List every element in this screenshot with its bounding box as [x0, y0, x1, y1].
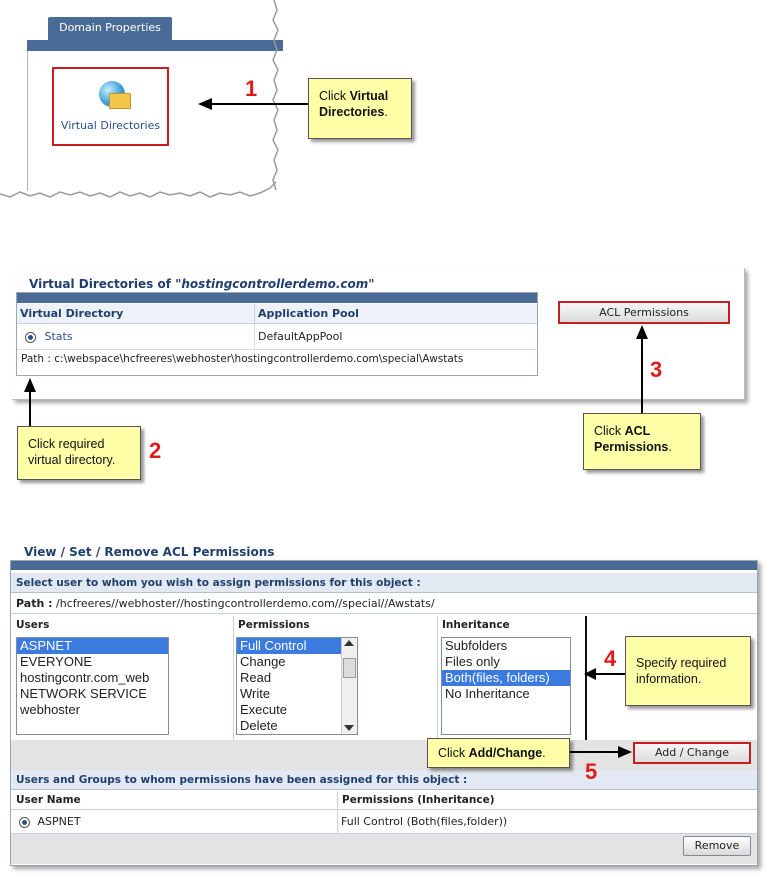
arrow-2 [24, 378, 36, 426]
list-item[interactable]: No Inheritance [445, 686, 530, 701]
vd-stats-link[interactable]: Stats [44, 330, 73, 343]
list-item[interactable]: NETWORK SERVICE [20, 686, 147, 701]
virtual-directories-item[interactable]: Virtual Directories [52, 67, 169, 146]
callout-5-suffix: . [542, 746, 546, 760]
callout-5-text: Click [438, 746, 469, 760]
col-inheritance: Inheritance [442, 619, 510, 631]
select-user-heading: Select user to whom you wish to assign p… [11, 573, 757, 593]
inheritance-listbox[interactable]: Subfolders Files only Both(files, folder… [441, 637, 571, 735]
permissions-listbox[interactable]: Full Control Change Read Write Execute D… [236, 637, 358, 735]
list-item[interactable]: Both(files, folders) [442, 670, 570, 686]
path-row: Path : /hcfreeres//webhoster//hostingcon… [11, 594, 757, 614]
callout-3-suffix: . [668, 440, 672, 454]
add-change-button[interactable]: Add / Change [633, 742, 751, 764]
table-row[interactable]: Stats [17, 324, 255, 350]
assigned-user: ASPNET [37, 815, 81, 828]
col-application-pool: Application Pool [255, 304, 537, 324]
callout-4: Specify required information. [625, 636, 751, 706]
step-number-2: 2 [149, 438, 162, 463]
scroll-thumb[interactable] [343, 658, 356, 678]
callout-2: Click required virtual directory. [17, 426, 141, 480]
callout-3-bold: ACL Permissions [594, 424, 669, 454]
arrow-1 [198, 98, 310, 110]
step-number-3: 3 [650, 357, 663, 382]
virtual-directories-title: Virtual Directories of "hostingcontrolle… [29, 277, 375, 291]
callout-3: Click ACL Permissions. [583, 413, 701, 470]
footer-band [11, 834, 757, 864]
assigned-heading: Users and Groups to whom permissions hav… [11, 770, 757, 790]
list-item[interactable]: Execute [240, 702, 287, 717]
list-item[interactable]: Change [240, 654, 286, 669]
callout-line [585, 616, 587, 740]
col-user-name: User Name [16, 794, 81, 806]
title-prefix: Virtual Directories of [29, 277, 176, 291]
callout-5: Click Add/Change. [427, 738, 570, 768]
tab-domain-properties[interactable]: Domain Properties [48, 17, 172, 40]
callout-1-text: Click [319, 89, 350, 103]
title-domain: "hostingcontrollerdemo.com" [175, 277, 375, 291]
path-label: Path : [16, 597, 53, 610]
list-item[interactable]: hostingcontr.com_web [20, 670, 150, 685]
callout-3-text: Click [594, 424, 625, 438]
vd-path: Path : c:\webspace\hcfreeres\webhoster\h… [21, 353, 464, 365]
permissions-scrollbar[interactable] [341, 638, 357, 734]
virtual-directories-table: Virtual Directory Application Pool Stats… [16, 292, 538, 376]
col-divider [337, 791, 338, 833]
col-users: Users [16, 619, 50, 631]
callout-1: Click Virtual Directories. [308, 78, 412, 139]
torn-edge-right [272, 0, 279, 191]
list-item[interactable]: Subfolders [445, 638, 508, 653]
step-number-4: 4 [604, 646, 617, 671]
callout-1-bold: Virtual Directories [319, 89, 389, 119]
list-item[interactable]: Full Control [237, 638, 342, 654]
step-number-5: 5 [585, 759, 598, 784]
row-app-pool: DefaultAppPool [255, 324, 537, 350]
table-row[interactable]: ASPNET Full Control (Both(files,folder)) [11, 810, 757, 834]
assigned-header-row: User Name Permissions (Inheritance) [11, 791, 757, 810]
action-band [11, 740, 757, 770]
folder-icon [109, 93, 131, 109]
panel-header-bar [27, 40, 283, 51]
col-perm-inherit: Permissions (Inheritance) [342, 794, 495, 806]
arrow-4 [584, 668, 626, 680]
list-item[interactable]: Files only [445, 654, 500, 669]
arrow-5 [570, 746, 632, 758]
radio-button[interactable] [19, 816, 30, 828]
panel-header-bar [11, 561, 757, 570]
assigned-permission: Full Control (Both(files,folder)) [341, 815, 508, 828]
list-item[interactable]: Read [240, 670, 272, 685]
users-listbox[interactable]: ASPNET EVERYONE hostingcontr.com_web NET… [16, 637, 169, 735]
radio-button[interactable] [25, 331, 36, 343]
list-item[interactable]: Write [240, 686, 271, 701]
remove-button[interactable]: Remove [683, 836, 751, 856]
torn-edge-bottom [0, 181, 277, 198]
scroll-up-icon[interactable] [344, 640, 354, 646]
col-virtual-directory: Virtual Directory [17, 304, 255, 324]
assigned-user-cell: ASPNET [19, 810, 81, 833]
list-item[interactable]: EVERYONE [20, 654, 93, 669]
table-header-bar [17, 293, 537, 303]
col-divider [233, 616, 234, 740]
acl-permissions-panel: Select user to whom you wish to assign p… [10, 560, 758, 866]
list-item[interactable]: webhoster [20, 702, 80, 717]
scroll-down-icon[interactable] [344, 725, 354, 731]
arrow-3 [636, 325, 648, 413]
list-item[interactable]: ASPNET [17, 638, 168, 654]
acl-permissions-title: View / Set / Remove ACL Permissions [24, 545, 275, 559]
acl-permissions-button[interactable]: ACL Permissions [558, 301, 730, 324]
virtual-directories-label[interactable]: Virtual Directories [60, 119, 161, 132]
path-value: /hcfreeres//webhoster//hostingcontroller… [52, 597, 435, 610]
panel-border [27, 51, 28, 191]
list-item[interactable]: Delete [240, 718, 278, 733]
step-number-1: 1 [245, 76, 258, 101]
callout-1-suffix: . [384, 105, 388, 119]
col-divider [437, 616, 438, 740]
col-permissions: Permissions [238, 619, 310, 631]
callout-5-bold: Add/Change [468, 746, 543, 760]
